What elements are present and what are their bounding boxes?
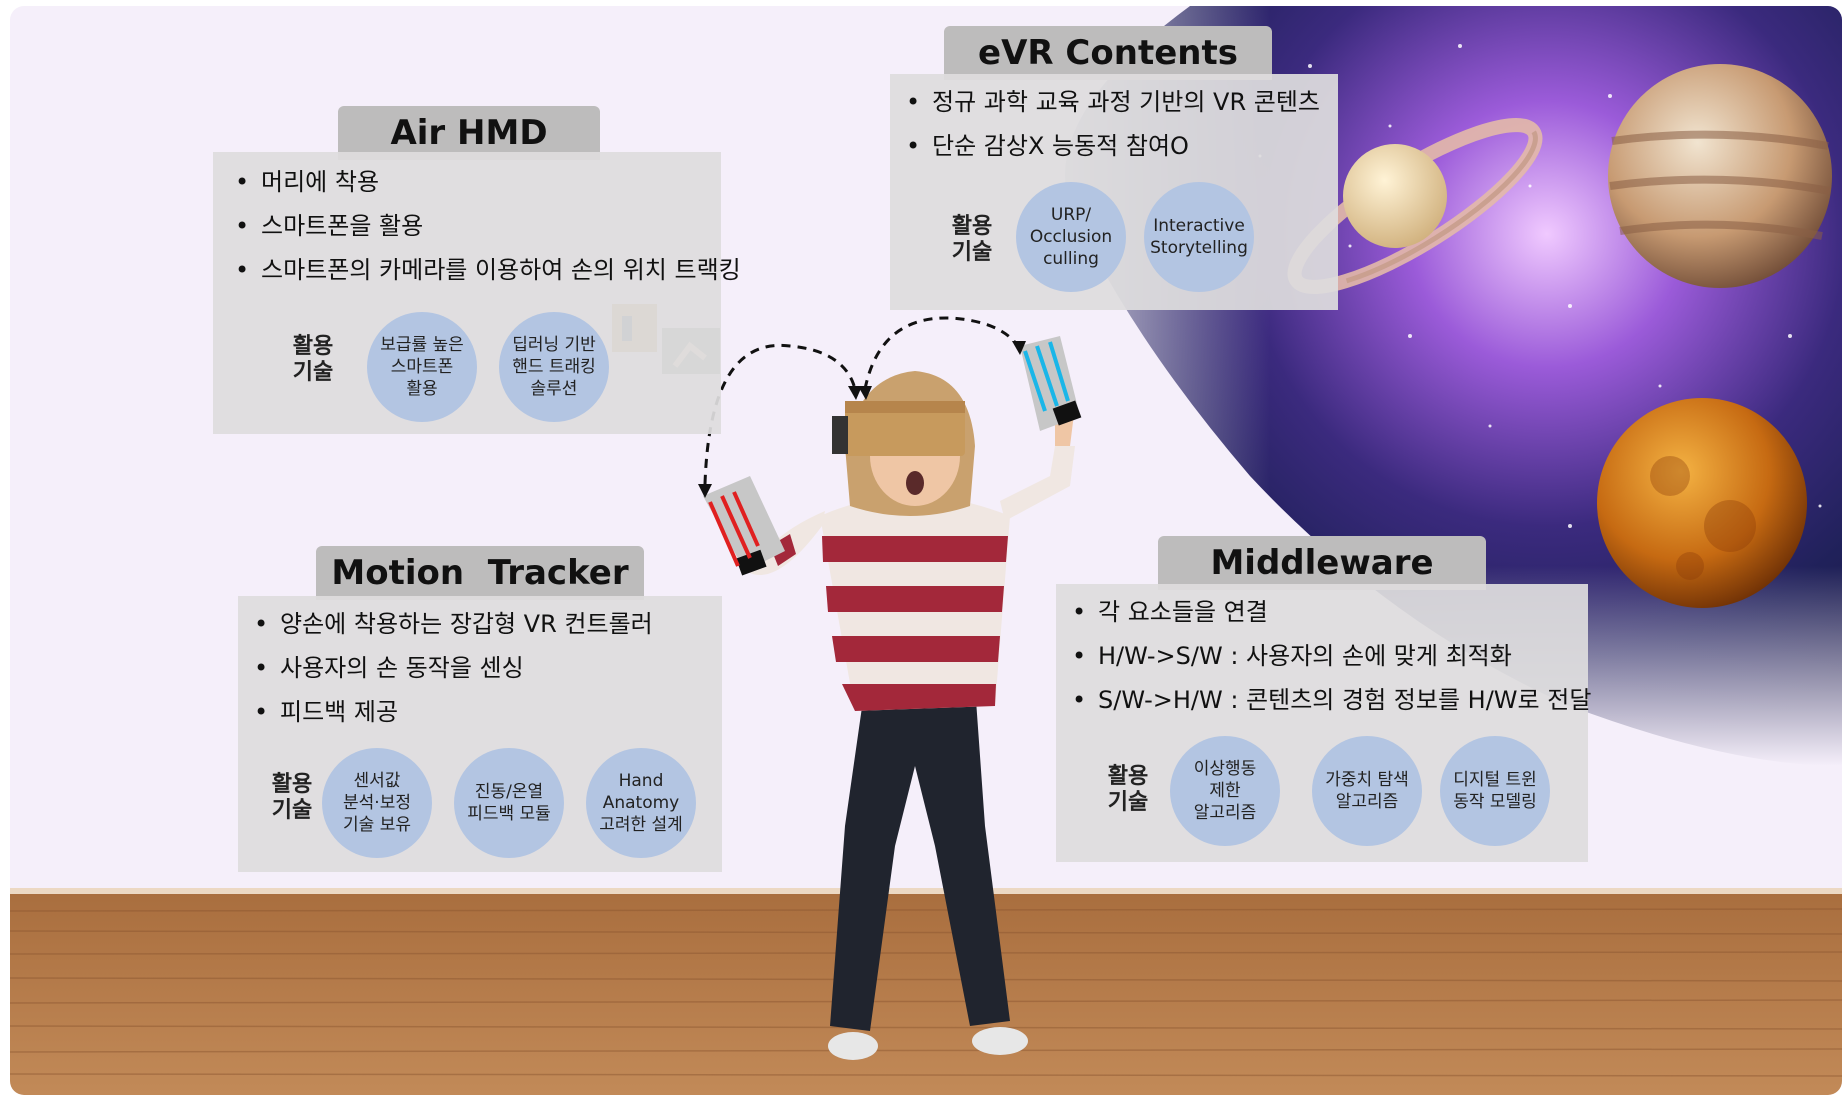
evr-bullets: 정규 과학 교육 과정 기반의 VR 콘텐츠 단순 감상X 능동적 참여O	[906, 80, 1320, 168]
air-hmd-bullets: 머리에 착용 스마트폰을 활용 스마트폰의 카메라를 이용하여 손의 위치 트랙…	[235, 160, 741, 292]
middleware-title: Middleware	[1158, 536, 1486, 590]
arrow-head-right	[1012, 341, 1026, 355]
arrow-head-center-a	[848, 386, 862, 400]
tech-circle: Hand Anatomy 고려한 설계	[586, 748, 696, 858]
venus-icon	[1597, 398, 1807, 608]
evr-title: eVR Contents	[944, 26, 1272, 80]
tech-circle: 진동/온열 피드백 모듈	[454, 748, 564, 858]
jupiter-icon	[1608, 64, 1832, 288]
tech-circle: 센서값 분석·보정 기술 보유	[322, 748, 432, 858]
tech-circle: 디지털 트윈 동작 모델링	[1440, 736, 1550, 846]
bullet-item: 스마트폰을 활용	[235, 204, 741, 248]
tech-label: 활용 기술	[951, 214, 993, 265]
bullet-item: 각 요소들을 연결	[1072, 590, 1591, 634]
tech-circle: 딥러닝 기반 핸드 트래킹 솔루션	[499, 312, 609, 422]
bullet-item: 양손에 착용하는 장갑형 VR 컨트롤러	[254, 602, 653, 646]
motion-tracker-bullets: 양손에 착용하는 장갑형 VR 컨트롤러 사용자의 손 동작을 센싱 피드백 제…	[254, 602, 653, 734]
bullet-item: 단순 감상X 능동적 참여O	[906, 124, 1320, 168]
tech-circle: 가중치 탐색 알고리즘	[1312, 736, 1422, 846]
tech-circle: URP/ Occlusion culling	[1016, 182, 1126, 292]
tech-label: 활용 기술	[271, 772, 313, 823]
tech-label: 활용 기술	[1107, 764, 1149, 815]
middleware-panel: 각 요소들을 연결 H/W->S/W : 사용자의 손에 맞게 최적화 S/W-…	[1056, 584, 1591, 862]
bullet-item: 사용자의 손 동작을 센싱	[254, 646, 653, 690]
bullet-item: 머리에 착용	[235, 160, 741, 204]
bullet-item: 정규 과학 교육 과정 기반의 VR 콘텐츠	[906, 80, 1320, 124]
tech-circle: 이상행동 제한 알고리즘	[1170, 736, 1280, 846]
evr-panel: 정규 과학 교육 과정 기반의 VR 콘텐츠 단순 감상X 능동적 참여O 활용…	[890, 74, 1338, 310]
wooden-floor	[10, 892, 1842, 1095]
middleware-bullets: 각 요소들을 연결 H/W->S/W : 사용자의 손에 맞게 최적화 S/W-…	[1072, 590, 1591, 722]
air-hmd-title: Air HMD	[338, 106, 600, 160]
red-glove-icon	[703, 476, 785, 576]
tech-circle: 보급률 높은 스마트폰 활용	[367, 312, 477, 422]
bullet-item: S/W->H/W : 콘텐츠의 경험 정보를 H/W로 전달	[1072, 678, 1591, 722]
cardboard-headset-icon	[832, 401, 965, 456]
tech-circle: Interactive Storytelling	[1144, 182, 1254, 292]
diagram-stage: Air HMD 머리에 착용 스마트폰을 활용 스마트폰의 카메라를 이용하여 …	[10, 6, 1842, 1095]
vr-user-figure	[703, 336, 1082, 1060]
bullet-item: 스마트폰의 카메라를 이용하여 손의 위치 트랙킹	[235, 248, 741, 292]
arrow-head-center-b	[858, 386, 872, 400]
motion-tracker-title: Motion Tracker	[316, 546, 644, 600]
arrow-head-left	[698, 484, 712, 498]
motion-tracker-panel: 양손에 착용하는 장갑형 VR 컨트롤러 사용자의 손 동작을 센싱 피드백 제…	[238, 596, 722, 872]
bullet-item: 피드백 제공	[254, 690, 653, 734]
tech-label: 활용 기술	[292, 334, 334, 385]
air-hmd-panel: 머리에 착용 스마트폰을 활용 스마트폰의 카메라를 이용하여 손의 위치 트랙…	[213, 152, 741, 434]
blue-glove-icon	[1020, 336, 1082, 431]
bullet-item: H/W->S/W : 사용자의 손에 맞게 최적화	[1072, 634, 1591, 678]
